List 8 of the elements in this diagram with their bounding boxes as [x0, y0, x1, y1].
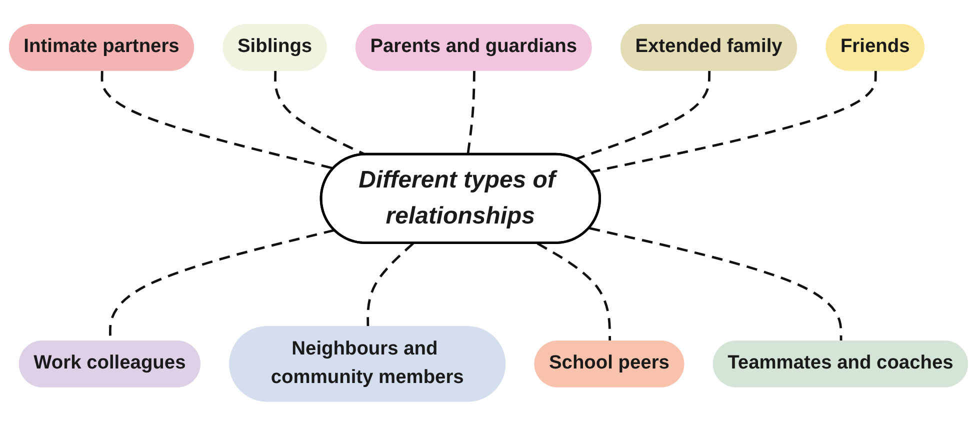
- connector: [274, 70, 366, 156]
- connector: [589, 226, 842, 342]
- connector: [366, 242, 414, 328]
- connector: [466, 70, 476, 154]
- connector: [100, 70, 334, 170]
- connector: [536, 242, 612, 342]
- connector: [590, 70, 877, 173]
- connector: [575, 70, 711, 160]
